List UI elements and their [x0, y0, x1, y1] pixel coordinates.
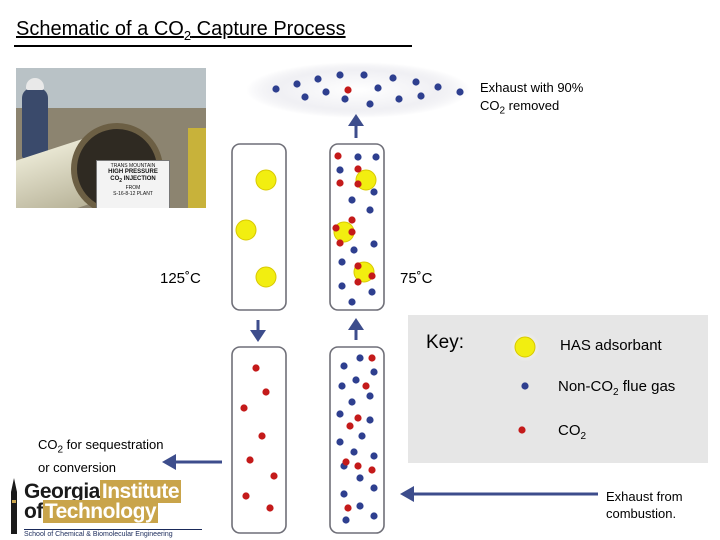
- flue-gas-molecules-exhaust: [272, 71, 464, 108]
- down-arrow-regenerate: [250, 320, 266, 342]
- co2-molecules-exhaust: [344, 86, 352, 94]
- key-co2-swatch: [518, 426, 526, 434]
- co2-output-label: CO2 for sequestration or conversion: [38, 437, 164, 475]
- key-title: Key:: [426, 332, 465, 353]
- key-label-flue-gas: Non-CO2 flue gas: [558, 378, 676, 398]
- flue-gas-molecules-lower: [336, 354, 378, 524]
- co2-molecules-released: [240, 364, 278, 512]
- left-arrow-co2-out: [162, 454, 222, 470]
- page-title: Schematic of a CO2 Capture Process: [16, 18, 346, 43]
- injection-sign: TRANS MOUNTAIN HIGH PRESSURE CO2 INJECTI…: [96, 160, 170, 208]
- title-underline: [14, 45, 412, 47]
- key-flue-gas-swatch: [521, 382, 529, 390]
- tech-tower-icon: [11, 478, 17, 534]
- co2-molecules-lower: [342, 354, 376, 512]
- co2-injection-photo: TRANS MOUNTAIN HIGH PRESSURE CO2 INJECTI…: [16, 68, 206, 208]
- temperature-cool-label: 75˚C: [400, 270, 433, 287]
- key-panel: [408, 315, 708, 463]
- exhaust-out-label: Exhaust with 90% CO2 removed: [480, 80, 584, 117]
- clean-exhaust-cloud: [246, 62, 470, 118]
- co2-molecules-adsorbed: [332, 152, 376, 286]
- flue-gas-molecules-upper: [336, 153, 380, 306]
- up-arrow-to-adsorber: [348, 318, 364, 340]
- key-symbols: [510, 332, 540, 434]
- key-adsorbant-swatch: [514, 336, 536, 358]
- co2-release-column: [231, 346, 287, 534]
- left-arrow-exhaust-in: [400, 486, 598, 502]
- worker-figure: [22, 88, 48, 158]
- up-arrow-to-exhaust: [348, 114, 364, 138]
- exhaust-in-label: Exhaust from combustion.: [606, 489, 683, 521]
- georgia-tech-logo: GeorgiaInstitute ofTechnology School of …: [8, 478, 208, 538]
- key-label-co2: CO2: [558, 422, 587, 442]
- key-label-adsorbant: HAS adsorbant: [560, 337, 662, 354]
- temperature-hot-label: 125˚C: [160, 270, 201, 287]
